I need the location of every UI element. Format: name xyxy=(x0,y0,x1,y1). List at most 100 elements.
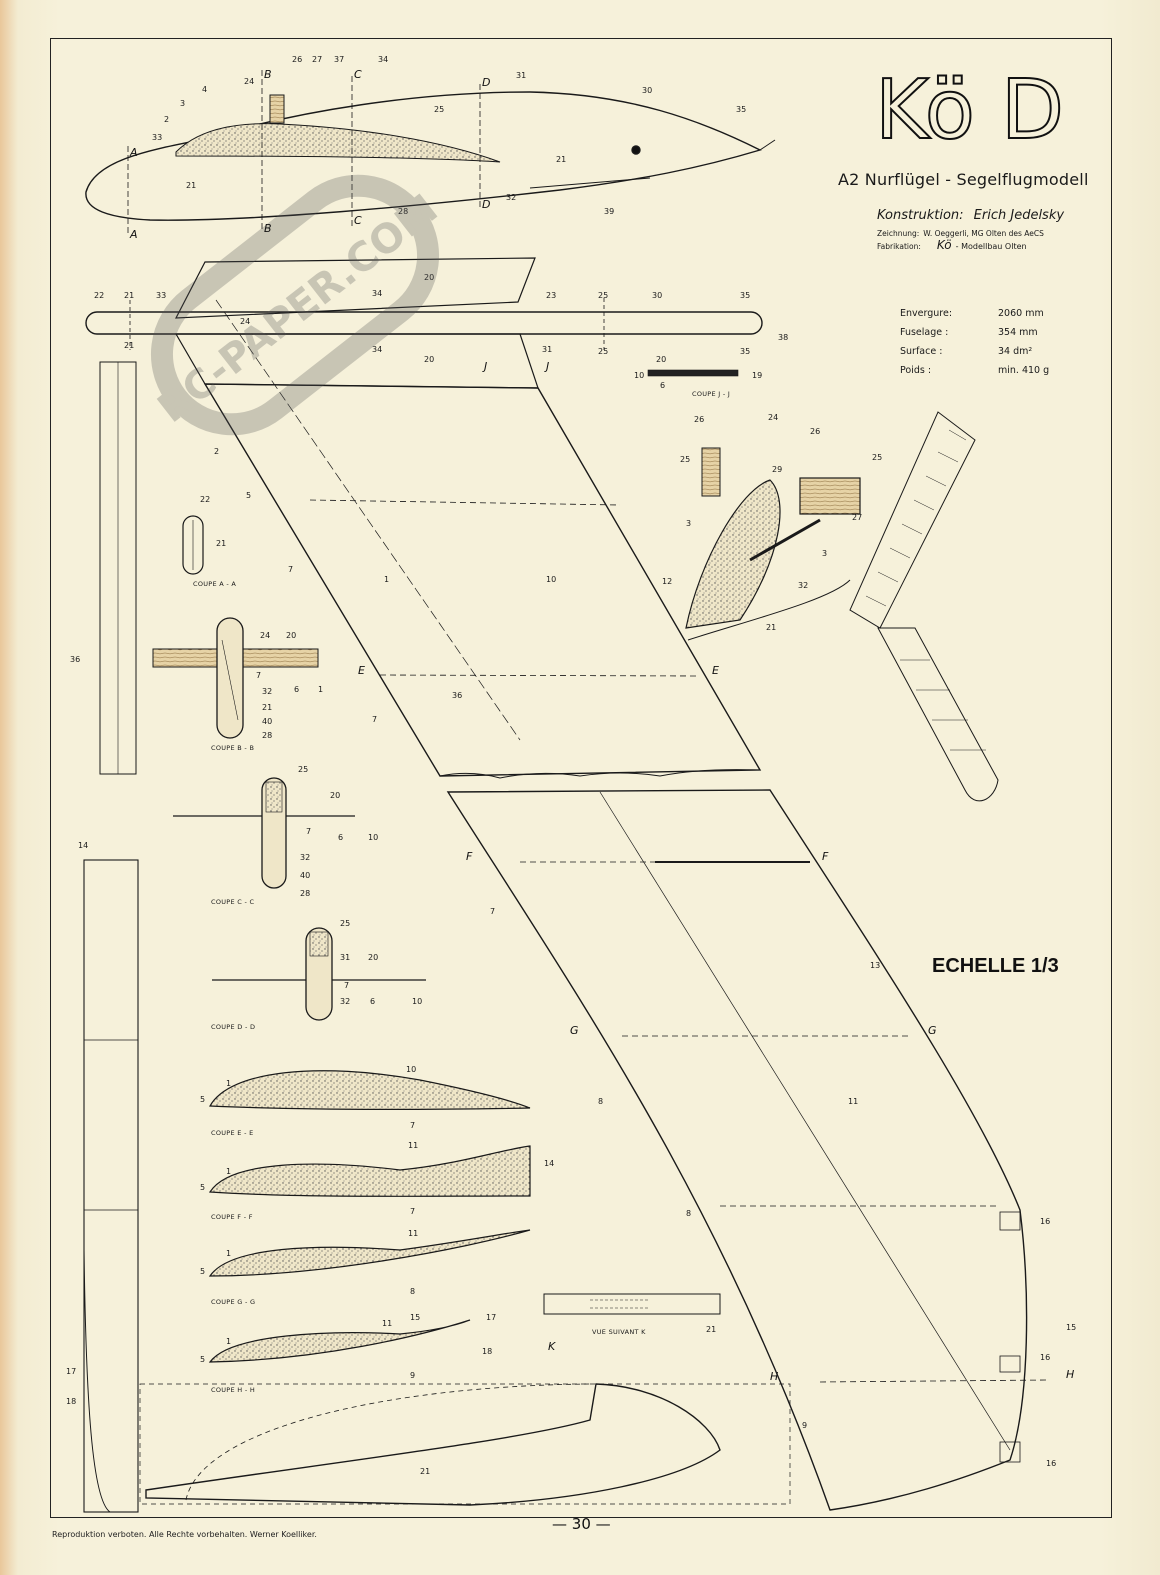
callout-21i: 21 xyxy=(766,623,776,632)
callout-16b: 16 xyxy=(1040,1353,1050,1362)
callout-14b: 14 xyxy=(544,1159,554,1168)
callout-23: 23 xyxy=(546,291,556,300)
callout-34b: 34 xyxy=(372,289,382,298)
callout-7f: 7 xyxy=(344,981,349,990)
section-label-bb: COUPE B - B xyxy=(211,744,255,752)
callout-24b: 24 xyxy=(240,317,250,326)
callout-24c: 24 xyxy=(260,631,270,640)
callout-1c: 1 xyxy=(226,1079,231,1088)
callout-25d: 25 xyxy=(298,765,308,774)
callout-20f: 20 xyxy=(368,953,378,962)
callout-16a: 16 xyxy=(1040,1217,1050,1226)
callout-12: 12 xyxy=(662,577,672,586)
wing-outer-panel xyxy=(446,789,1028,1511)
callout-17b: 17 xyxy=(66,1367,76,1376)
watermark-stamp: RC-PAPER.COM xyxy=(150,174,447,436)
callout-39: 39 xyxy=(604,207,614,216)
callout-38: 38 xyxy=(778,333,788,342)
callout-5b: 5 xyxy=(200,1095,205,1104)
wing-root-profile xyxy=(175,123,501,163)
cut-letter-d-bottom: D xyxy=(482,198,491,211)
cut-letter-f-left: F xyxy=(466,850,473,863)
callout-25: 25 xyxy=(434,105,444,114)
callout-22b: 22 xyxy=(200,495,210,504)
callout-15a: 15 xyxy=(1066,1323,1076,1332)
callout-21f: 21 xyxy=(262,703,272,712)
callout-7g: 7 xyxy=(410,1121,415,1130)
callout-30b: 30 xyxy=(652,291,662,300)
drawing-frame xyxy=(50,38,1112,1518)
callout-13: 13 xyxy=(870,961,880,970)
callout-32d: 32 xyxy=(340,997,350,1006)
callout-22: 22 xyxy=(94,291,104,300)
cut-letter-d-top: D xyxy=(482,76,491,89)
callout-10e: 10 xyxy=(406,1065,416,1074)
callout-1e: 1 xyxy=(226,1249,231,1258)
callout-1d: 1 xyxy=(226,1167,231,1176)
section-label-hh: COUPE H - H xyxy=(211,1386,256,1394)
spec-label: Envergure: xyxy=(900,308,953,319)
section-label-jj: COUPE J - J xyxy=(692,390,731,398)
callout-5c: 5 xyxy=(200,1183,205,1192)
callout-31c: 31 xyxy=(340,953,350,962)
cut-letter-c-bottom: C xyxy=(354,214,362,227)
callout-24: 24 xyxy=(244,77,254,86)
callout-5e: 5 xyxy=(200,1355,205,1364)
callout-18b: 18 xyxy=(66,1397,76,1406)
callout-11b: 11 xyxy=(408,1141,418,1150)
cut-letter-j-right: J xyxy=(546,360,550,373)
callout-5a: 5 xyxy=(246,491,251,500)
callout-33: 33 xyxy=(152,133,162,142)
callout-28: 28 xyxy=(398,207,408,216)
wing-center-panel xyxy=(174,257,536,319)
spar-lower-strip xyxy=(83,859,139,1513)
wing-root-detail xyxy=(685,479,781,629)
airfoil-g xyxy=(208,1229,531,1277)
design-label: Konstruktion: xyxy=(877,208,964,223)
callout-26b: 26 xyxy=(694,415,704,424)
airfoil-e xyxy=(209,1070,531,1110)
section-label-ee: COUPE E - E xyxy=(211,1129,254,1137)
cut-letter-h-left: H xyxy=(770,1370,779,1383)
cut-letter-c-top: C xyxy=(354,68,362,81)
fab-value-2: - Modellbau Olten xyxy=(955,242,1027,251)
callout-10d: 10 xyxy=(412,997,422,1006)
callout-36a: 36 xyxy=(452,691,462,700)
callout-20c: 20 xyxy=(656,355,666,364)
callout-32c: 32 xyxy=(300,853,310,862)
callout-15b: 15 xyxy=(410,1313,420,1322)
credits-block: Konstruktion: Erich Jedelsky Zeichnung: … xyxy=(877,208,1097,252)
fin-outline xyxy=(145,1383,721,1506)
callout-21a: 21 xyxy=(556,155,566,164)
page-number: — 30 — xyxy=(552,1515,611,1533)
callout-25f: 25 xyxy=(680,455,690,464)
callout-6d: 6 xyxy=(370,997,375,1006)
airfoil-f xyxy=(208,1145,531,1197)
cut-letter-a-bottom: A xyxy=(130,228,138,241)
fab-value: Kö xyxy=(936,238,952,252)
callout-31b: 31 xyxy=(542,345,552,354)
callout-6b: 6 xyxy=(294,685,299,694)
callout-6c: 6 xyxy=(338,833,343,842)
model-title: Kö D xyxy=(874,66,1063,146)
callout-17a: 17 xyxy=(486,1313,496,1322)
callout-30: 30 xyxy=(642,86,652,95)
callout-3: 3 xyxy=(180,99,185,108)
callout-32: 32 xyxy=(506,193,516,202)
callout-33b: 33 xyxy=(156,291,166,300)
model-subtitle: A2 Nurflügel - Segelflugmodell xyxy=(838,170,1089,189)
callout-11c: 11 xyxy=(408,1229,418,1238)
callout-26: 26 xyxy=(292,55,302,64)
callout-25c: 25 xyxy=(598,347,608,356)
callout-7h: 7 xyxy=(410,1207,415,1216)
cut-letter-g-left: G xyxy=(570,1024,579,1037)
cut-letter-e-right: E xyxy=(712,664,719,677)
callout-20a: 20 xyxy=(424,273,434,282)
callout-28c: 28 xyxy=(300,889,310,898)
cut-letter-a-top: A xyxy=(130,146,138,159)
view-letter-k: K xyxy=(548,1340,556,1353)
callout-35: 35 xyxy=(736,105,746,114)
callout-1a: 1 xyxy=(384,575,389,584)
callout-11a: 11 xyxy=(848,1097,858,1106)
